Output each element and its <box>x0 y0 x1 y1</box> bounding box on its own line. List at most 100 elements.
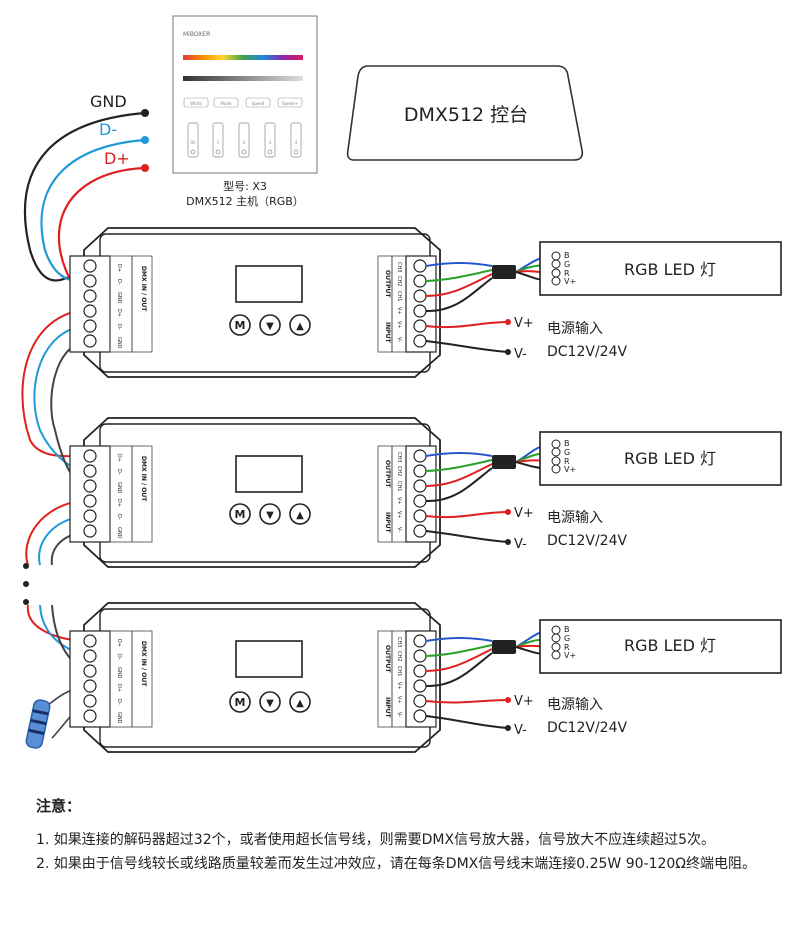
up-button-label: ▲ <box>296 510 304 521</box>
wiring-diagram: MiBOXER White Mode Speed Speed+ All 1 2 … <box>21 15 782 753</box>
dmx-pin-label: D+ <box>116 499 122 507</box>
output-label: OUTPUT <box>384 460 391 488</box>
cable-sleeve <box>492 455 516 469</box>
dmx-pin-label: D- <box>116 279 122 285</box>
output-wires-2 <box>425 443 551 543</box>
dmx-pin-label: D- <box>116 699 122 705</box>
output-channel-label: CH1 <box>396 291 402 301</box>
v-plus-label: V+ <box>514 506 534 521</box>
led-pin-label: G <box>564 634 570 643</box>
dmx-pin-label: D+ <box>116 264 122 272</box>
dminus-label: D- <box>99 120 117 139</box>
input-label: INPUT <box>384 322 391 344</box>
master-button-label: Mode <box>221 101 232 106</box>
dmx-pin-label: D+ <box>116 309 122 317</box>
master-faders <box>187 122 302 158</box>
led-strip-2: B G R V+ RGB LED 灯 <box>539 431 782 486</box>
output-channel-label: V+ <box>396 682 402 690</box>
led-label: RGB LED 灯 <box>624 260 716 279</box>
output-channel-label: V+ <box>396 497 402 505</box>
master-buttons: White Mode Speed Speed+ <box>183 97 303 108</box>
note-item: 2. 如果由于信号线较长或线路质量较差而发生过冲效应，请在每条DMX信号线末端连… <box>36 856 757 872</box>
power-label: 电源输入 <box>547 697 603 713</box>
led-label: RGB LED 灯 <box>624 449 716 468</box>
led-pin-label: B <box>564 439 570 448</box>
gnd-wire-end <box>141 109 149 117</box>
dmx-pin-label: D- <box>116 654 122 660</box>
power-voltage: DC12V/24V <box>547 533 627 549</box>
color-slider-bar <box>183 55 303 60</box>
master-caption: DMX512 主机（RGB） <box>186 194 304 208</box>
led-pin-label: B <box>564 251 570 260</box>
power-voltage: DC12V/24V <box>547 720 627 736</box>
input-label: INPUT <box>384 512 391 534</box>
v-plus-label: V+ <box>514 316 534 331</box>
input-pin-label: V- <box>396 527 402 532</box>
decoder-3: DMX IN / OUT D+ D- GND D+ D- GND M ▼ ▲ O… <box>69 602 441 753</box>
power-label: 电源输入 <box>547 321 603 337</box>
dmx-pin-label: GND <box>116 527 122 539</box>
input-label: INPUT <box>384 697 391 719</box>
cable-sleeve <box>492 265 516 279</box>
led-pin-label: V+ <box>564 651 576 660</box>
decoder-buttons <box>229 503 311 525</box>
dmx-console: DMX512 控台 <box>346 65 584 161</box>
output-channel-label: CH2 <box>396 651 402 661</box>
dminus-wire-end <box>141 136 149 144</box>
m-button-label: M <box>235 319 246 332</box>
output-wires-1 <box>425 255 551 353</box>
output-channel-label: CH2 <box>396 276 402 286</box>
dmx-pin-label: GND <box>116 292 122 304</box>
dmx-screw-terminals <box>83 449 97 538</box>
decoder-display <box>235 640 303 678</box>
led-pin-label: R <box>564 643 570 652</box>
notes-title: 注意： <box>36 797 82 815</box>
led-pin-label: G <box>564 260 570 269</box>
master-fader-label: 1 <box>217 140 220 145</box>
led-pin-label: G <box>564 448 570 457</box>
output-channel-label: CH1 <box>396 481 402 491</box>
power-label: 电源输入 <box>547 510 603 526</box>
decoder-2: DMX IN / OUT D+ D- GND D+ D- GND M ▼ ▲ O… <box>69 417 441 568</box>
dmx-screw-terminals <box>83 259 97 348</box>
dmx-pin-label: D- <box>116 324 122 330</box>
input-pin-label: V+ <box>396 696 402 704</box>
master-fader-label: 2 <box>243 140 246 145</box>
master-fader-label: All <box>191 140 196 145</box>
output-channel-label: CH3 <box>396 637 402 647</box>
input-pin-label: V- <box>396 712 402 717</box>
power-voltage: DC12V/24V <box>547 344 627 360</box>
output-label: OUTPUT <box>384 645 391 673</box>
master-model: 型号: X3 <box>223 179 267 193</box>
v-minus-label: V- <box>514 537 527 552</box>
down-button-label: ▼ <box>266 510 274 521</box>
power-input-3: V+ V- 电源输入 DC12V/24V <box>514 694 627 738</box>
v-minus-label: V- <box>514 723 527 738</box>
power-input-1: V+ V- 电源输入 DC12V/24V <box>514 316 627 362</box>
master-fader-label: 4 <box>295 140 298 145</box>
dmx-in-out-label: DMX IN / OUT <box>140 641 147 687</box>
led-strip-3: B G R V+ RGB LED 灯 <box>539 619 782 674</box>
dmx-pin-label: GND <box>116 667 122 679</box>
output-channel-label: V+ <box>396 307 402 315</box>
dmx-pin-label: D+ <box>116 684 122 692</box>
v-minus-label: V- <box>514 347 527 362</box>
up-button-label: ▲ <box>296 321 304 332</box>
notes-section: 注意： 1. 如果连接的解码器超过32个，或者使用超长信号线，则需要DMX信号放… <box>36 795 776 878</box>
output-channel-label: CH3 <box>396 452 402 462</box>
power-input-2: V+ V- 电源输入 DC12V/24V <box>514 506 627 552</box>
dmx-in-out-label: DMX IN / OUT <box>140 266 147 312</box>
note-item: 1. 如果连接的解码器超过32个，或者使用超长信号线，则需要DMX信号放大器，信… <box>36 832 715 848</box>
led-label: RGB LED 灯 <box>624 636 716 655</box>
m-button-label: M <box>235 696 246 709</box>
m-button-label: M <box>235 508 246 521</box>
master-brand: MiBOXER <box>183 31 210 38</box>
console-label: DMX512 控台 <box>404 104 528 126</box>
down-button-label: ▼ <box>266 698 274 709</box>
output-channel-label: CH2 <box>396 466 402 476</box>
led-pin-label: R <box>564 269 570 278</box>
dplus-wire-end <box>141 164 149 172</box>
input-pin-label: V+ <box>396 321 402 329</box>
decoder-buttons <box>229 314 311 336</box>
decoder-display <box>235 455 303 493</box>
